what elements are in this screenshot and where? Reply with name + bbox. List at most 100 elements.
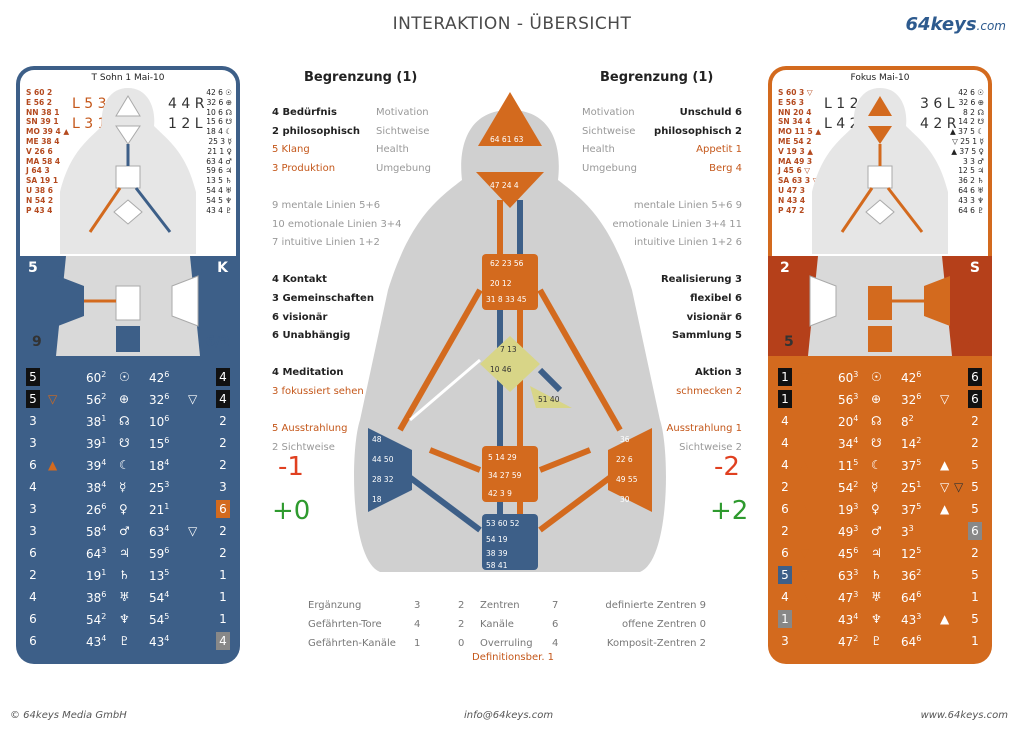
design-line: 4 — [778, 458, 792, 474]
left-planet-list-r: 42 6 ☉32 6 ⊕10 6 ☊15 6 ☋18 4 ☾25 3 ☿21 1… — [206, 88, 232, 215]
svg-text:51 40: 51 40 — [538, 395, 560, 404]
planet-entry: N 54 2 — [26, 195, 54, 205]
line: 3 — [853, 568, 859, 577]
design-line-value: 2 — [781, 524, 789, 538]
planet-entry: E 56 3 — [778, 97, 805, 107]
design-gate: 33 — [901, 524, 914, 539]
design-line-value: 2 — [781, 480, 789, 494]
planet-entry: 10 6 ☊ — [206, 107, 232, 117]
fixing-icon: ▲ — [940, 502, 950, 516]
personality-line: 5 — [968, 568, 982, 584]
design-gate: 545 — [149, 612, 170, 627]
planet-entry: MA 58 4 — [26, 156, 61, 166]
stat-label: Overruling — [480, 638, 533, 649]
design-line: 6 — [778, 546, 792, 562]
design-line: 5 — [26, 390, 40, 408]
design-line-value: 5 — [26, 368, 40, 386]
delta-right-top: -2 — [714, 452, 740, 482]
planet-entry: 54 5 ♆ — [206, 195, 232, 205]
line: 3 — [164, 480, 170, 489]
attribute-label: Appetit 1 — [696, 144, 742, 156]
left-corner-tl: 5 — [28, 260, 38, 276]
line: 5 — [164, 612, 170, 621]
planet-icon: ♄ — [119, 568, 130, 582]
planet-icon: ☿ — [119, 480, 127, 494]
fixing-icon: ▽ — [188, 524, 198, 538]
stat-row: offene Zentren 0 — [621, 619, 706, 630]
attribute-row: 2 Sichtweise — [272, 439, 452, 458]
attribute-label: intuitive Linien 1+2 6 — [634, 237, 742, 249]
fixing-icon: ▽ — [188, 392, 198, 406]
attribute-row: 5 Ausstrahlung — [272, 420, 452, 439]
attribute-label: 3 fokussiert sehen — [272, 386, 364, 397]
personality-line-value: 6 — [968, 368, 982, 386]
planet-icon: ☉ — [119, 370, 130, 384]
svg-text:34 27 59: 34 27 59 — [488, 471, 522, 480]
right-corner-tr: S — [969, 260, 980, 276]
fixing-icon: ▽ — [954, 480, 964, 494]
planet-icon: ♂ — [119, 524, 130, 538]
personality-gate: 472 — [838, 634, 859, 649]
personality-line: 5 — [968, 502, 982, 518]
personality-line-value: 6 — [216, 500, 230, 518]
activation-row: 6▲193♀375▲5 — [768, 498, 992, 520]
attribute-secondary: Health — [376, 144, 409, 156]
line: 3 — [908, 524, 914, 533]
attribute-label: Sichtweise 2 — [679, 441, 742, 453]
personality-line-value: 2 — [971, 436, 979, 450]
design-line-value: 6 — [29, 634, 37, 648]
design-line: 1 — [778, 368, 792, 386]
planet-icon: ☊ — [871, 414, 882, 428]
planet-entry: J 45 6 ▽ — [778, 166, 811, 176]
planet-icon: ♄ — [871, 568, 882, 582]
design-line-value: 6 — [781, 502, 789, 516]
right-corner-br: 6/3 — [957, 334, 982, 350]
attribute-label: 4 Kontakt — [272, 274, 327, 286]
right-corner-bl: 5 — [784, 334, 794, 350]
design-line: 2 — [778, 480, 792, 496]
personality-line: 4 — [216, 390, 230, 408]
footer-website[interactable]: www.64keys.com — [920, 710, 1008, 721]
planet-entry: ME 38 4 — [26, 136, 60, 146]
planet-entry: NN 20 4 — [778, 107, 812, 117]
personality-gate: 434 — [838, 612, 859, 627]
personality-line: 2 — [216, 436, 230, 452]
attribute-secondary: Health — [582, 144, 615, 156]
stat-row: Komposit-Zentren 2 — [606, 638, 706, 649]
line: 6 — [164, 414, 170, 423]
personality-gate: 473 — [838, 590, 859, 605]
planet-icon: ♅ — [119, 590, 130, 604]
personality-gate: 191 — [86, 568, 107, 583]
planet-entry: 21 1 ♀ — [207, 146, 232, 156]
personality-line-value: 2 — [219, 458, 227, 472]
attribute-label: schmecken 2 — [676, 386, 742, 397]
line: 6 — [101, 502, 107, 511]
design-gate: 646 — [901, 590, 922, 605]
design-line-value: 1 — [778, 390, 792, 408]
line: 2 — [101, 392, 107, 401]
personality-gate: 394 — [86, 458, 107, 473]
svg-text:48: 48 — [372, 435, 382, 444]
planet-icon: ♃ — [871, 546, 882, 560]
fixing-icon: ▽ — [800, 568, 810, 582]
personality-line-value: 1 — [219, 612, 227, 626]
personality-line-value: 1 — [219, 590, 227, 604]
attribute-label: Realisierung 3 — [660, 274, 742, 286]
personality-line: 5 — [968, 612, 982, 628]
design-line: 3 — [26, 502, 40, 518]
svg-text:53 60 52: 53 60 52 — [486, 519, 520, 528]
planet-entry: 12 5 ♃ — [958, 166, 984, 176]
footer-email[interactable]: info@64keys.com — [464, 710, 554, 721]
brand-logo[interactable]: 64keys.com — [906, 14, 1007, 35]
stat-label: Gefährten-Kanäle — [308, 638, 396, 649]
stat-value: 4 — [414, 619, 421, 630]
